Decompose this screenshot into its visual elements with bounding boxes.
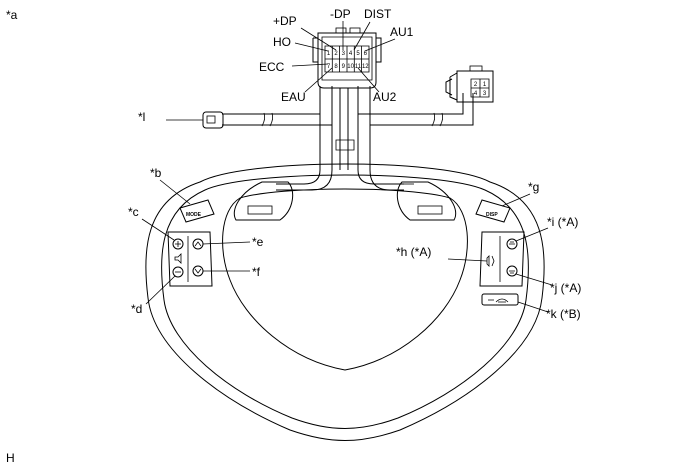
side-pin-2: 2 — [474, 82, 478, 88]
side-connector: 2 1 4 3 — [445, 65, 494, 103]
phone-hangup-icon — [509, 270, 515, 274]
chevron-up-icon — [194, 241, 202, 247]
signal-dist: DIST — [364, 7, 392, 21]
speaker-icon — [174, 253, 182, 264]
on-hook-button[interactable] — [506, 265, 518, 277]
callout-k: *k (*B) — [546, 307, 581, 321]
plus-icon — [175, 241, 181, 247]
wire-harness — [222, 86, 474, 191]
seek-up-button[interactable] — [192, 238, 204, 250]
side-pin-4: 4 — [474, 91, 478, 97]
pin-8: 8 — [334, 64, 338, 70]
disp-switch[interactable]: DISP — [475, 199, 511, 223]
side-pin-3: 3 — [483, 91, 487, 97]
callout-c: *c — [128, 205, 139, 219]
signal-ecc: ECC — [259, 60, 285, 74]
mode-switch[interactable]: MODE — [179, 199, 215, 223]
figure-corner-label: *a — [6, 8, 18, 22]
pin-12: 12 — [362, 64, 369, 70]
pin-11: 11 — [355, 64, 362, 70]
callout-d: *d — [131, 302, 142, 316]
telephone-switch-cluster — [479, 231, 525, 287]
chevron-down-icon — [194, 268, 202, 274]
callout-f: *f — [252, 265, 261, 279]
pin-5: 5 — [356, 51, 360, 57]
pin-2: 2 — [334, 51, 338, 57]
connector-signal-labels: +DP -DP DIST HO AU1 ECC EAU AU2 — [259, 7, 414, 104]
inline-connector — [166, 111, 224, 129]
callout-h: *h (*A) — [396, 245, 431, 259]
off-hook-button[interactable] — [506, 238, 518, 250]
pin-3: 3 — [342, 51, 346, 57]
pin-1: 1 — [327, 51, 331, 57]
voice-button[interactable] — [486, 255, 495, 267]
figure-footer-label: H — [6, 451, 15, 465]
side-pin-1: 1 — [483, 82, 487, 88]
mode-switch-label: MODE — [186, 212, 202, 218]
pin-7: 7 — [327, 64, 331, 70]
pin-6: 6 — [364, 51, 368, 57]
seek-down-button[interactable] — [192, 265, 204, 277]
steering-wheel-pad — [145, 163, 545, 441]
signal-eau: EAU — [281, 90, 306, 104]
callouts: *l *b *c *d *e *f *g *h (*A) *i (*A) *j … — [128, 110, 581, 321]
phone-pickup-icon — [509, 241, 515, 245]
signal-dp-minus: -DP — [330, 7, 351, 21]
signal-dp-plus: +DP — [273, 14, 297, 28]
callout-b: *b — [150, 166, 162, 180]
callout-j: *j (*A) — [550, 281, 581, 295]
callout-g: *g — [528, 180, 539, 194]
distance-switch[interactable] — [481, 293, 519, 306]
callout-l: *l — [138, 110, 145, 124]
car-distance-icon — [488, 298, 509, 303]
callout-e: *e — [252, 235, 264, 249]
disp-switch-label: DISP — [486, 212, 498, 218]
voice-icon — [486, 255, 495, 267]
volume-up-button[interactable] — [172, 238, 184, 250]
callout-i: *i (*A) — [547, 215, 578, 229]
volume-down-button[interactable] — [172, 266, 184, 278]
signal-ho: HO — [273, 35, 291, 49]
pin-4: 4 — [349, 51, 353, 57]
pin-9: 9 — [342, 64, 346, 70]
pin-10: 10 — [347, 64, 354, 70]
audio-switch-cluster — [167, 231, 213, 287]
main-connector: 1 2 3 4 5 6 7 8 9 10 11 12 — [312, 27, 382, 89]
signal-au2: AU2 — [373, 90, 397, 104]
signal-au1: AU1 — [390, 25, 414, 39]
